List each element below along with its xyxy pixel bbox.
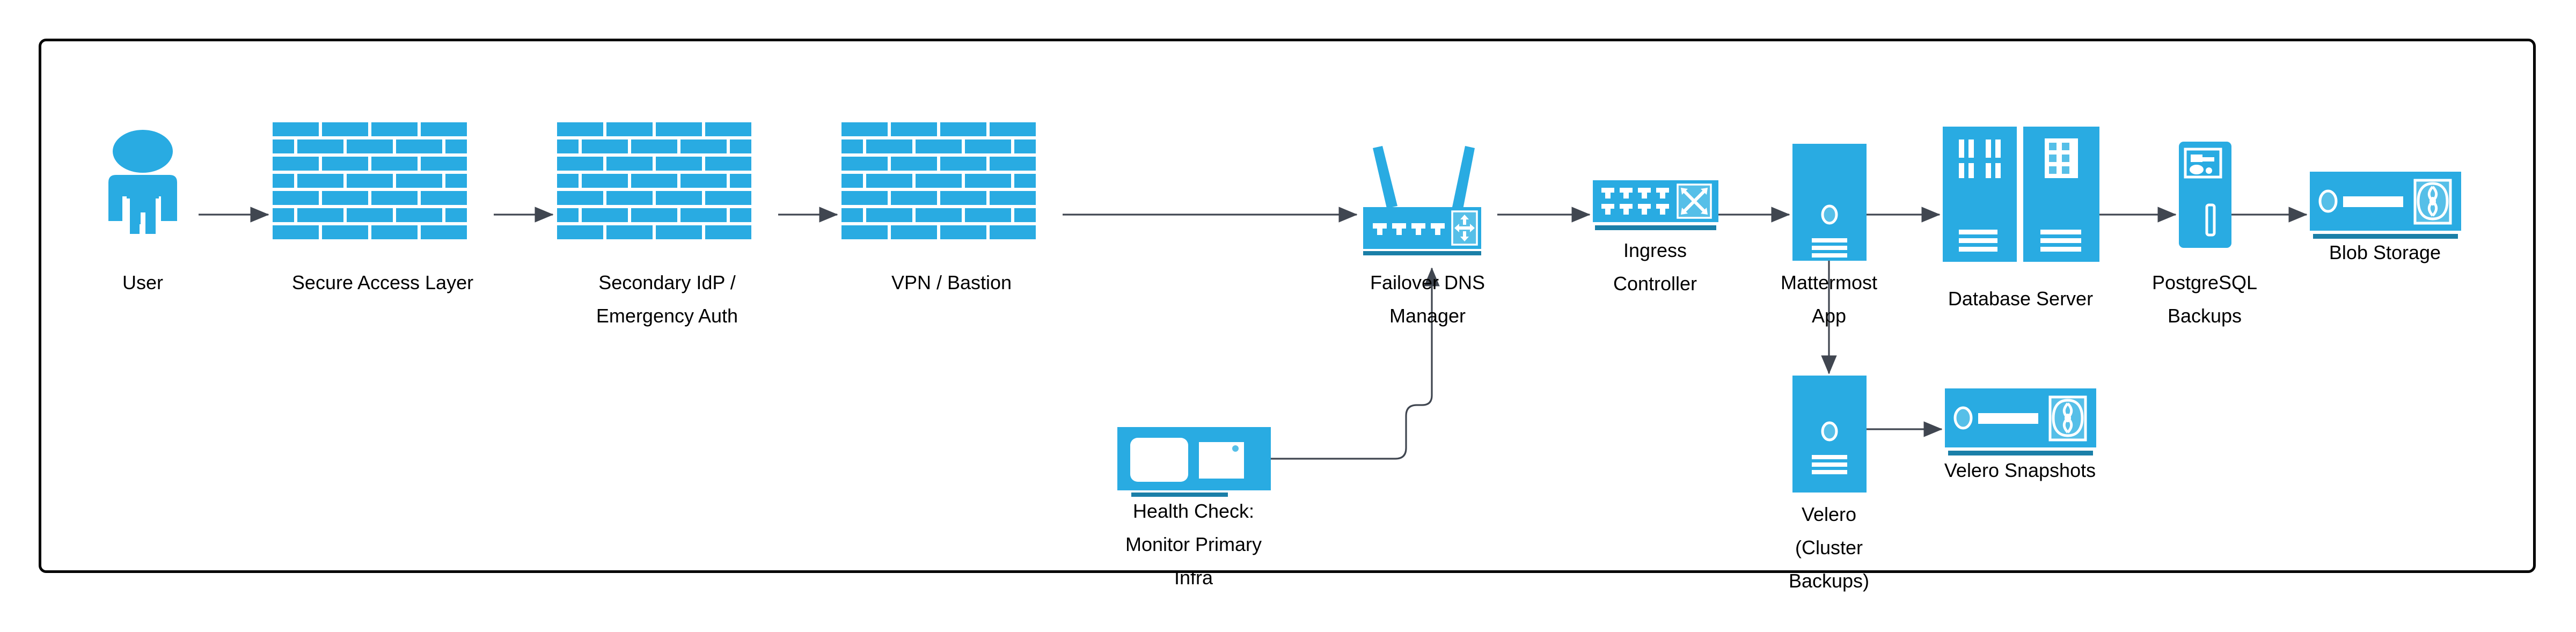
label-secondary-idp: Secondary IdP / Emergency Auth [596,271,738,327]
diagram-boundary [39,39,2536,573]
wireless-router-icon [1363,146,1481,255]
label-database-server: Database Server [1948,288,2094,310]
label-mattermost-app: Mattermost App [1780,271,1878,327]
monitor-icon [1117,427,1271,497]
node-user[interactable] [94,129,191,236]
app-server-icon [1792,376,1867,493]
label-postgresql-backups: PostgreSQL Backups [2151,271,2258,327]
label-velero-snapshots: Velero Snapshots [1944,459,2096,481]
label-health-check: Health Check: Monitor Primary Infra [1125,500,1262,589]
firewall-brick-icon [557,122,751,239]
label-velero: Velero (Cluster Backups) [1788,503,1870,592]
label-user: User [122,271,163,293]
database-rack-icon [1943,127,2099,262]
firewall-brick-icon [841,122,1036,239]
node-failover-dns-manager[interactable] [1358,144,1498,268]
label-ingress-controller: Ingress Controller [1613,239,1697,295]
node-velero-snapshots[interactable] [1945,388,2096,457]
label-vpn-bastion: VPN / Bastion [891,271,1012,293]
node-secure-access-layer[interactable] [273,122,493,240]
user-icon [108,130,177,236]
node-health-check[interactable] [1117,427,1271,499]
node-database-server[interactable] [1943,127,2099,262]
node-mattermost-app[interactable] [1792,144,1867,261]
node-postgresql-backups[interactable] [2179,142,2231,248]
label-blob-storage: Blob Storage [2329,241,2441,263]
blob-storage-icon [2310,172,2461,239]
node-ingress-controller[interactable] [1593,180,1718,239]
label-secure-access-layer: Secure Access Layer [291,271,474,293]
label-failover-dns-manager: Failover DNS Manager [1370,271,1485,327]
blob-storage-icon [1945,388,2096,455]
node-vpn-bastion[interactable] [841,122,1062,240]
network-switch-icon [1593,180,1718,230]
node-secondary-idp[interactable] [557,122,777,240]
node-blob-storage[interactable] [2310,172,2461,240]
node-velero[interactable] [1792,376,1867,493]
app-server-icon [1792,144,1867,261]
backup-server-icon [2179,142,2231,248]
firewall-brick-icon [273,122,467,239]
